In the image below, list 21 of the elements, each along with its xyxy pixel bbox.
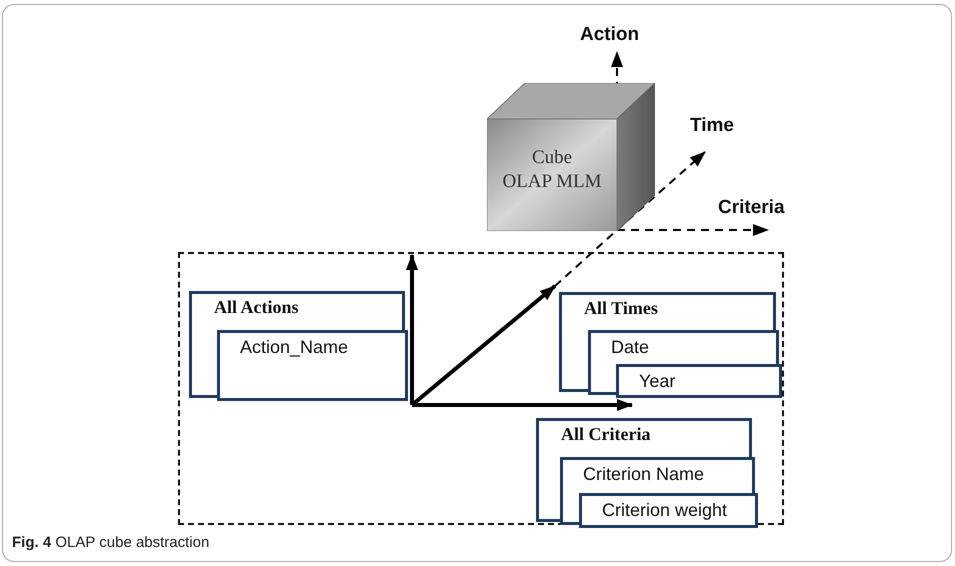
level-box (579, 493, 758, 528)
figure-caption: Fig. 4 OLAP cube abstraction (12, 534, 210, 551)
hierarchy-box (189, 291, 405, 398)
cube-label: Cube (530, 147, 574, 169)
dashed-frame (178, 252, 784, 525)
axis-label: Time (690, 115, 734, 137)
level-name: Action_Name (240, 337, 348, 358)
hierarchy-title: All Times (584, 298, 658, 319)
level-name: Date (611, 337, 650, 358)
axis-label: Criteria (718, 197, 785, 219)
level-box (588, 330, 779, 395)
hierarchy-title: All Actions (214, 297, 299, 318)
level-name: Year (639, 371, 676, 392)
level-name: Criterion Name (583, 464, 704, 485)
level-box (217, 330, 408, 401)
level-box (616, 364, 782, 398)
cube-label: OLAP MLM (501, 171, 603, 193)
level-box (560, 457, 755, 525)
axis-label: Action (580, 24, 640, 46)
hierarchy-title: All Criteria (561, 424, 650, 445)
level-name: Criterion weight (602, 500, 728, 521)
